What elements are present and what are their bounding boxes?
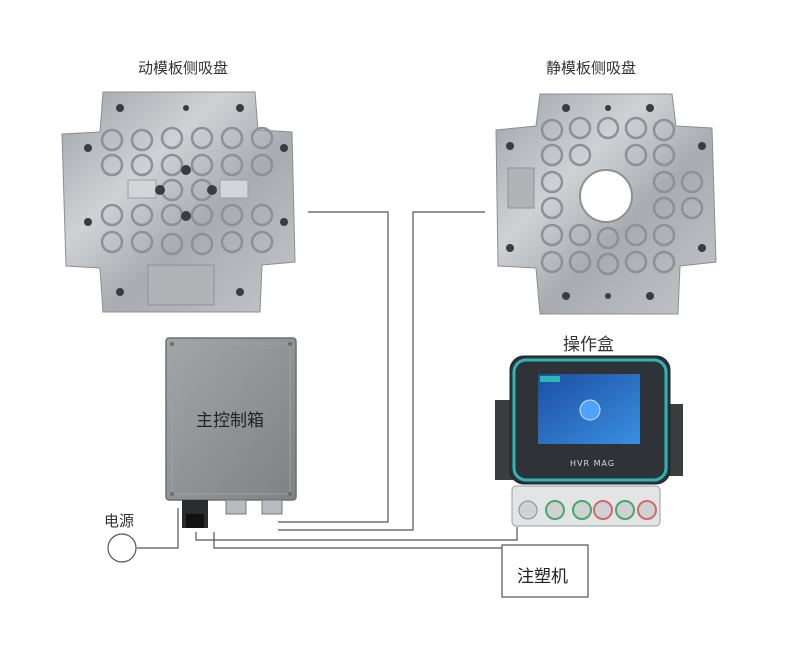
- fixed-plate-suction-cup: [495, 93, 717, 315]
- wire-power: [137, 508, 179, 549]
- power-source-circle: [107, 533, 137, 563]
- wires: [137, 211, 518, 549]
- operation-box: [495, 355, 683, 527]
- injection-machine-box: [501, 544, 589, 598]
- screen-brand-text: HVR MAG: [570, 459, 616, 468]
- operation-box-buttons: [518, 500, 657, 520]
- main-control-box-label: 主控制箱: [196, 411, 264, 431]
- power-label: 电源: [104, 512, 135, 530]
- moving-plate-holes: [84, 104, 288, 296]
- wire-injection-machine: [213, 532, 502, 549]
- fixed-plate-center-hole: [579, 169, 633, 223]
- fixed-plate-rings: [540, 116, 704, 276]
- moving-plate-label: 动模板侧吸盘: [138, 59, 229, 77]
- main-control-box: [165, 337, 297, 528]
- operation-box-label: 操作盒: [563, 335, 614, 355]
- control-box-connectors: [182, 499, 283, 528]
- fixed-plate-holes: [506, 104, 706, 300]
- wire-operation-box: [195, 527, 518, 541]
- injection-machine-label: 注塑机: [517, 567, 568, 587]
- fixed-plate-label: 静模板侧吸盘: [546, 59, 637, 77]
- moving-plate-suction-cup: [61, 91, 296, 313]
- wire-fixed-plate: [278, 211, 485, 531]
- wire-moving-plate: [278, 211, 389, 523]
